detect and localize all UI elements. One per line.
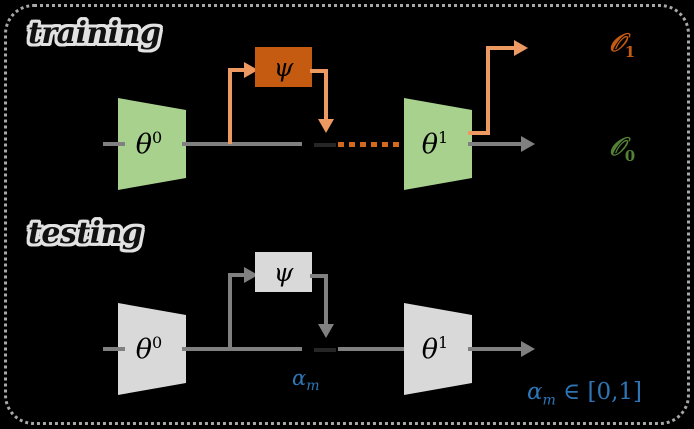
testing-decoder-shape <box>404 303 472 395</box>
testing-decoder-block: θ1 <box>404 303 472 395</box>
testing-psi-output-arrowhead <box>318 324 334 338</box>
figure-border <box>4 4 690 425</box>
training-output1-vertical <box>486 46 490 135</box>
testing-psi-branch-horizontal <box>228 273 246 277</box>
testing-encoder-label: θ0 <box>135 333 163 365</box>
testing-psi-output-vertical <box>324 274 328 326</box>
training-modulated-latent-line <box>338 142 410 147</box>
training-decoder-block: θ1 <box>404 98 472 190</box>
testing-latent-line <box>182 347 302 351</box>
training-output0-arrowhead <box>521 136 535 152</box>
training-encoder-label: θ0 <box>135 128 163 160</box>
training-psi-output-vertical <box>324 69 328 121</box>
training-output1-arrowhead <box>514 40 528 56</box>
training-output0-line <box>468 142 524 146</box>
testing-psi-output-horizontal <box>310 274 328 278</box>
training-decoder-shape <box>404 98 472 190</box>
testing-psi-input-arrowhead <box>244 267 258 283</box>
testing-section-title: testing <box>28 216 143 251</box>
training-decoder-label: θ1 <box>421 128 449 160</box>
training-output0-label: 𝒪0 <box>609 132 636 165</box>
testing-alpha-range-label: αm ∈ [0,1] <box>527 379 642 409</box>
testing-encoder-shape <box>118 303 186 395</box>
training-psi-block: ψ <box>255 47 312 87</box>
testing-output-line <box>468 347 524 351</box>
testing-output-arrowhead <box>521 341 535 357</box>
training-output1-horizontal <box>486 46 518 50</box>
testing-psi-block: ψ <box>255 252 312 292</box>
training-latent-line-gray <box>182 142 302 146</box>
testing-psi-label: ψ <box>273 257 294 287</box>
training-encoder-shape <box>118 98 186 190</box>
testing-insertion-dash <box>314 348 336 352</box>
training-insertion-dash <box>314 143 336 147</box>
training-psi-output-arrowhead <box>318 119 334 133</box>
testing-psi-branch-vertical <box>228 273 232 349</box>
training-psi-input-arrowhead <box>244 62 258 78</box>
training-psi-branch-vertical <box>228 68 232 144</box>
testing-input-line <box>103 347 125 351</box>
training-section-title: training <box>28 16 161 51</box>
training-output1-label: 𝒪1 <box>609 28 636 61</box>
testing-alpha-label: αm <box>292 366 320 395</box>
training-psi-label: ψ <box>273 52 294 82</box>
testing-latent-line-post <box>338 347 410 351</box>
training-psi-output-horizontal <box>310 69 328 73</box>
testing-decoder-label: θ1 <box>421 333 449 365</box>
testing-encoder-block: θ0 <box>118 303 186 395</box>
training-input-line <box>103 142 125 146</box>
training-encoder-block: θ0 <box>118 98 186 190</box>
training-output1-stub <box>468 131 490 135</box>
training-psi-branch-horizontal <box>228 68 246 72</box>
